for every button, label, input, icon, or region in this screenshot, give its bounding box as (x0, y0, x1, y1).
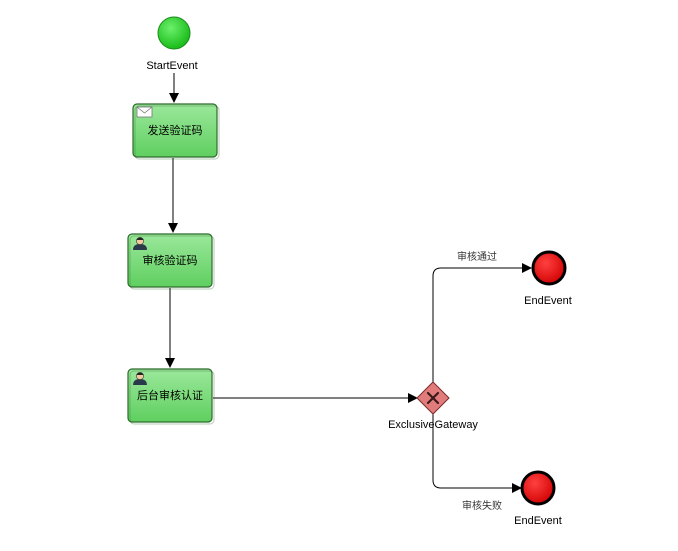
end-event-approved[interactable] (531, 250, 567, 286)
sequence-flows (165, 73, 532, 493)
flow-label-approved: 审核通过 (457, 250, 497, 263)
flow-gateway-to-end-approved[interactable] (432, 263, 532, 382)
task-review-code-label: 审核验证码 (143, 253, 198, 267)
end-event-failed-label: EndEvent (514, 515, 562, 527)
envelope-icon (136, 106, 153, 118)
exclusive-gateway[interactable] (416, 381, 450, 415)
user-icon (133, 237, 147, 250)
start-event[interactable] (157, 16, 191, 50)
task-backend-review[interactable]: 后台审核认证 (127, 368, 215, 425)
task-backend-review-label: 后台审核认证 (137, 388, 203, 402)
task-send-code[interactable]: 发送验证码 (132, 103, 220, 160)
end-event-approved-label: EndEvent (524, 295, 572, 307)
x-icon (426, 391, 440, 405)
user-icon (133, 372, 147, 385)
start-event-label: StartEvent (146, 60, 197, 72)
task-review-code[interactable]: 审核验证码 (127, 233, 215, 290)
gateway-label: ExclusiveGateway (388, 419, 478, 431)
flow-label-failed: 审核失败 (462, 499, 502, 512)
flow-gateway-to-end-failed[interactable] (432, 414, 522, 493)
end-event-failed[interactable] (520, 470, 556, 506)
task-send-code-label: 发送验证码 (148, 123, 203, 137)
